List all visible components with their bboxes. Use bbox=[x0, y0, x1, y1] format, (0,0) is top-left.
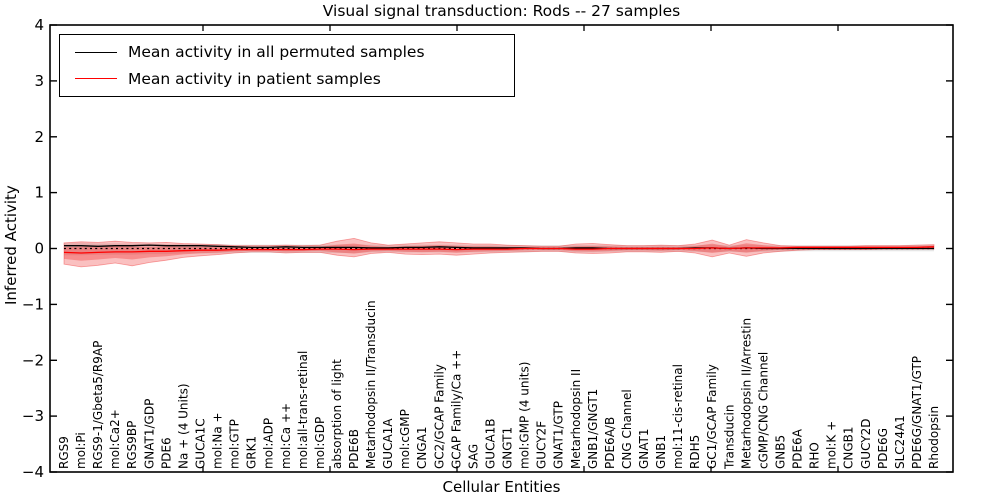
legend: Mean activity in all permuted samples Me… bbox=[59, 34, 515, 97]
x-tick-label: mol:GDP bbox=[313, 417, 327, 469]
legend-line-patient-icon bbox=[75, 78, 117, 80]
y-tick-label: −4 bbox=[22, 463, 44, 481]
x-tick-label: GNB1 bbox=[654, 435, 668, 469]
y-tick-label: 2 bbox=[34, 128, 44, 146]
x-tick-label: PDE6G bbox=[876, 428, 890, 469]
y-tick-label: 3 bbox=[34, 72, 44, 90]
x-tick-label: GC1/GCAP Family bbox=[705, 364, 719, 469]
x-tick-label: GUCA1A bbox=[381, 418, 395, 469]
x-tick-label: PDE6A bbox=[791, 428, 805, 469]
x-tick-label: GUCY2D bbox=[859, 419, 873, 469]
x-tick-label: GCAP Family/Ca ++ bbox=[449, 350, 463, 469]
plot-border bbox=[49, 24, 954, 473]
patient-mean-line bbox=[63, 246, 935, 254]
legend-label-permuted: Mean activity in all permuted samples bbox=[128, 43, 425, 62]
x-tick-label: GNAT1 bbox=[637, 428, 651, 469]
legend-item-patient: Mean activity in patient samples bbox=[60, 70, 514, 88]
x-tick-label: GNAT1/GTP bbox=[552, 401, 566, 469]
x-tick-label: absorption of light bbox=[330, 359, 344, 469]
y-tick-label: 4 bbox=[34, 16, 44, 34]
x-axis-label: Cellular Entities bbox=[442, 478, 561, 496]
x-tick-label: GC2/GCAP Family bbox=[432, 364, 446, 469]
x-tick-label: mol:11-cis-retinal bbox=[671, 364, 685, 469]
x-tick-label: GRK1 bbox=[245, 436, 259, 469]
y-tick-label: 1 bbox=[34, 184, 44, 202]
x-tick-label: PDE6 bbox=[159, 437, 173, 469]
y-tick-label: 0 bbox=[34, 240, 44, 258]
x-tick-label: mol:Na + bbox=[211, 412, 225, 469]
x-tick-label: GUCA1C bbox=[194, 418, 208, 469]
x-tick-label: mol:Ca2+ bbox=[108, 409, 122, 469]
x-tick-label: Rhodopsin bbox=[927, 406, 941, 469]
x-tick-label: Metarhodopsin II bbox=[569, 369, 583, 469]
x-tick-label: Na + (4 Units) bbox=[176, 383, 190, 469]
x-tick-label: RGS9 bbox=[57, 436, 71, 469]
x-tick-label: cGMP/CNG Channel bbox=[756, 352, 770, 469]
x-tick-label: RHO bbox=[808, 442, 822, 469]
y-tick-label: −3 bbox=[22, 407, 44, 425]
x-tick-label: RGS9BP bbox=[125, 421, 139, 469]
x-tick-label: GNB5 bbox=[774, 435, 788, 469]
x-tick-label: mol:all-trans-retinal bbox=[296, 351, 310, 469]
x-tick-label: CNGB1 bbox=[842, 426, 856, 469]
x-tick-label: CNGA1 bbox=[415, 427, 429, 470]
x-tick-label: PDE6B bbox=[347, 429, 361, 469]
x-tick-label: PDE6G/GNAT1/GTP bbox=[910, 356, 924, 469]
x-tick-label: Metarhodopsin II/Transducin bbox=[364, 300, 378, 469]
x-tick-label: GNB1/GNGT1 bbox=[586, 389, 600, 469]
x-tick-label: mol:cGMP bbox=[398, 409, 412, 469]
x-tick-label: GNGT1 bbox=[501, 427, 515, 469]
x-tick-label: mol:Ca ++ bbox=[279, 403, 293, 469]
x-tick-label: RGS9-1/Gbeta5/R9AP bbox=[91, 341, 105, 469]
x-tick-label: SAG bbox=[466, 444, 480, 469]
legend-item-permuted: Mean activity in all permuted samples bbox=[60, 43, 514, 61]
legend-line-permuted-icon bbox=[75, 51, 117, 53]
permuted-mean-line bbox=[64, 244, 934, 250]
x-tick-label: GUCA1B bbox=[484, 418, 498, 469]
x-tick-label: mol:Pi bbox=[74, 432, 88, 469]
x-tick-label: mol:K + bbox=[825, 421, 839, 469]
x-tick-label: mol:ADP bbox=[262, 418, 276, 469]
x-tick-label: mol:GTP bbox=[228, 419, 242, 469]
x-tick-label: GNAT1/GDP bbox=[142, 399, 156, 469]
x-tick-label: GUCY2F bbox=[535, 421, 549, 469]
y-axis-label: Inferred Activity bbox=[2, 185, 20, 305]
x-tick-label: RDH5 bbox=[688, 435, 702, 469]
chart-title: Visual signal transduction: Rods -- 27 s… bbox=[322, 2, 681, 20]
x-tick-label: mol:GMP (4 units) bbox=[518, 362, 532, 469]
x-tick-label: Transducin bbox=[722, 405, 736, 470]
legend-label-patient: Mean activity in patient samples bbox=[128, 69, 381, 88]
y-tick-label: −2 bbox=[22, 351, 44, 369]
x-tick-label: Metarhodopsin II/Arrestin bbox=[739, 318, 753, 469]
y-tick-label: −1 bbox=[22, 295, 44, 313]
x-tick-label: CNG Channel bbox=[620, 389, 634, 469]
x-tick-label: SLC24A1 bbox=[893, 415, 907, 469]
x-tick-label: PDE6A/B bbox=[603, 417, 617, 469]
